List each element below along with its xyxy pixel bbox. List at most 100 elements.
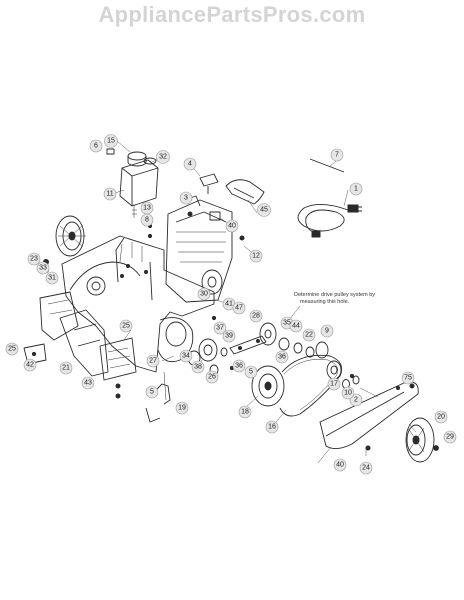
extension-cord bbox=[297, 204, 362, 238]
callout: 10 bbox=[341, 386, 355, 400]
belt-cover bbox=[319, 381, 419, 449]
callout: 43 bbox=[81, 376, 95, 390]
svg-text:43: 43 bbox=[84, 380, 92, 387]
note-callout: Determine drive pulley system by measuri… bbox=[285, 292, 375, 326]
svg-text:16: 16 bbox=[268, 424, 276, 431]
callout: 24 bbox=[359, 461, 373, 475]
note-line-1: Determine drive pulley system by bbox=[294, 292, 375, 298]
svg-text:27: 27 bbox=[149, 358, 157, 365]
svg-text:37: 37 bbox=[216, 325, 224, 332]
svg-text:36: 36 bbox=[235, 363, 243, 370]
side-plate bbox=[23, 343, 47, 365]
svg-text:25: 25 bbox=[8, 346, 16, 353]
svg-text:9: 9 bbox=[325, 328, 329, 335]
callout: 33 bbox=[36, 261, 50, 275]
callout: 2 bbox=[349, 393, 363, 407]
idler-arm bbox=[229, 335, 267, 355]
right-wheel bbox=[405, 417, 435, 463]
callout: 31 bbox=[45, 271, 59, 285]
svg-text:30: 30 bbox=[200, 291, 208, 298]
svg-text:18: 18 bbox=[241, 409, 249, 416]
svg-text:6: 6 bbox=[94, 143, 98, 150]
callout: 47 bbox=[232, 301, 246, 315]
primer-fitting bbox=[199, 173, 219, 194]
misc-fasteners bbox=[115, 211, 415, 451]
callout: 7 bbox=[330, 148, 344, 162]
svg-text:39: 39 bbox=[225, 333, 233, 340]
svg-text:31: 31 bbox=[48, 275, 56, 282]
callout: 1 bbox=[349, 182, 363, 196]
callout: 8 bbox=[140, 213, 154, 227]
leader-rod bbox=[163, 371, 167, 401]
callout: 15 bbox=[104, 134, 118, 148]
svg-text:10: 10 bbox=[344, 390, 352, 397]
callout: 45 bbox=[257, 203, 271, 217]
svg-text:38: 38 bbox=[194, 364, 202, 371]
svg-text:35: 35 bbox=[283, 320, 291, 327]
svg-text:29: 29 bbox=[446, 434, 454, 441]
leader-lines bbox=[111, 140, 417, 464]
svg-text:2: 2 bbox=[354, 397, 358, 404]
svg-text:13: 13 bbox=[143, 205, 151, 212]
callout: 40 bbox=[333, 458, 347, 472]
callout: 26 bbox=[205, 370, 219, 384]
svg-text:15: 15 bbox=[107, 138, 115, 145]
drive-pulley bbox=[251, 365, 285, 407]
callout: 19 bbox=[175, 401, 189, 415]
callout: 23 bbox=[27, 252, 41, 266]
callout: 21 bbox=[59, 361, 73, 375]
callout: 37 bbox=[213, 321, 227, 335]
svg-text:5: 5 bbox=[249, 369, 253, 376]
callout: 38 bbox=[191, 360, 205, 374]
small-tag bbox=[106, 148, 115, 155]
callout: 17 bbox=[327, 377, 341, 391]
drive-belt bbox=[279, 354, 343, 417]
callout: 40 bbox=[225, 219, 239, 233]
callout: 12 bbox=[249, 249, 263, 263]
callout: 36 bbox=[275, 350, 289, 364]
svg-text:5: 5 bbox=[150, 389, 154, 396]
svg-text:42: 42 bbox=[26, 362, 34, 369]
fuel-line bbox=[132, 204, 137, 218]
callout: 18 bbox=[238, 405, 252, 419]
callout: 75 bbox=[401, 371, 415, 385]
watermark: AppliancePartsPros.com bbox=[98, 2, 366, 27]
svg-text:21: 21 bbox=[62, 365, 70, 372]
callout: 36 bbox=[232, 359, 246, 373]
auger-housing bbox=[61, 235, 215, 373]
svg-text:22: 22 bbox=[305, 332, 313, 339]
svg-text:17: 17 bbox=[330, 381, 338, 388]
left-wheel bbox=[55, 215, 86, 257]
svg-text:25: 25 bbox=[122, 323, 130, 330]
shift-rod bbox=[149, 383, 171, 405]
svg-text:36: 36 bbox=[278, 354, 286, 361]
callout: 42 bbox=[23, 358, 37, 372]
engine bbox=[165, 195, 233, 303]
callout: 16 bbox=[265, 420, 279, 434]
hex-key bbox=[145, 407, 161, 423]
callout: 44 bbox=[289, 319, 303, 333]
callout: 13 bbox=[140, 201, 154, 215]
fuel-tank bbox=[119, 157, 159, 207]
callout: 22 bbox=[302, 328, 316, 342]
callout: 11 bbox=[103, 187, 117, 201]
callout: 29 bbox=[443, 430, 457, 444]
callout: 6 bbox=[89, 139, 103, 153]
svg-text:34: 34 bbox=[182, 353, 190, 360]
callout: 39 bbox=[222, 329, 236, 343]
callout: 20 bbox=[434, 410, 448, 424]
callout: 34 bbox=[179, 349, 193, 363]
svg-text:33: 33 bbox=[39, 265, 47, 272]
callout: 28 bbox=[249, 309, 263, 323]
gas-cap bbox=[127, 151, 147, 167]
svg-text:40: 40 bbox=[228, 223, 236, 230]
callout: 30 bbox=[197, 287, 211, 301]
callout: 32 bbox=[156, 150, 170, 164]
svg-text:26: 26 bbox=[208, 374, 216, 381]
svg-text:32: 32 bbox=[159, 154, 167, 161]
callout: 27 bbox=[146, 354, 160, 368]
svg-text:47: 47 bbox=[235, 305, 243, 312]
washer-2 bbox=[352, 375, 360, 385]
svg-text:7: 7 bbox=[335, 152, 339, 159]
callout: 9 bbox=[320, 324, 334, 338]
